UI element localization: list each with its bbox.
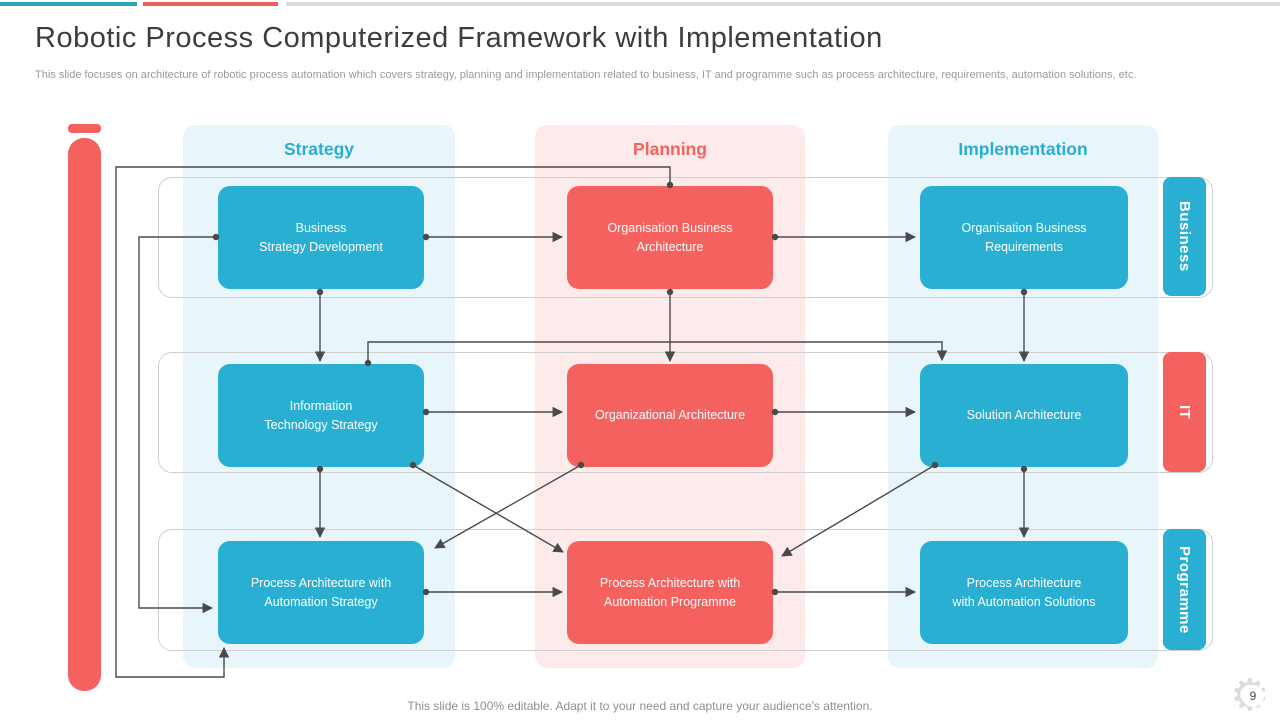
node-label-line: Automation Programme (603, 594, 736, 609)
node-label-line: Strategy Development (259, 239, 383, 254)
row-tab-programme: Programme (1163, 529, 1206, 650)
node-label-line: Information (289, 399, 353, 414)
node-process-architecture-automation-solutions: Process Architecture with Automation Sol… (920, 541, 1128, 644)
node-process-architecture-automation-programme: Process Architecture with Automation Pro… (567, 541, 773, 644)
row-tab-business: Business (1163, 177, 1206, 296)
node-label-line: Process Architecture with (250, 576, 392, 591)
node-label-line: Organisation Business (961, 221, 1087, 236)
footer-note: This slide is 100% editable. Adapt it to… (407, 699, 873, 713)
node-organisation-business-architecture: Organisation Business Architecture (567, 186, 773, 289)
page-subtitle: This slide focuses on architecture of ro… (35, 69, 1137, 81)
accent-bar-gray (286, 2, 1280, 6)
left-accent-bar (68, 138, 101, 691)
node-label-line: Automation Strategy (264, 594, 378, 609)
node-label-line: Process Architecture with (599, 576, 741, 591)
node-label-line: Organizational Architecture (594, 408, 746, 423)
accent-bar-red (143, 2, 278, 6)
page-number: 9 (1242, 685, 1264, 707)
node-process-architecture-automation-strategy: Process Architecture with Automation Str… (218, 541, 424, 644)
node-information-technology-strategy: Information Technology Strategy (218, 364, 424, 467)
node-label-line: Solution Architecture (966, 408, 1082, 423)
node-label-line: Business (295, 221, 347, 236)
node-label-line: Architecture (636, 239, 704, 254)
column-header-strategy: Strategy (283, 138, 355, 159)
node-solution-architecture: Solution Architecture (920, 364, 1128, 467)
node-label-line: Organisation Business (607, 221, 733, 236)
node-label-line: Requirements (985, 239, 1063, 254)
column-header-implementation: Implementation (958, 138, 1088, 159)
node-organizational-architecture: Organizational Architecture (567, 364, 773, 467)
node-label-line: Technology Strategy (264, 417, 378, 432)
accent-bar-teal (0, 2, 137, 6)
node-label-line: Process Architecture (966, 576, 1082, 591)
column-header-planning: Planning (633, 138, 707, 159)
node-organisation-business-requirements: Organisation Business Requirements (920, 186, 1128, 289)
node-label-line: with Automation Solutions (952, 594, 1096, 609)
left-accent-bar-cap (68, 124, 101, 133)
row-tab-it: IT (1163, 352, 1206, 472)
page-title: Robotic Process Computerized Framework w… (35, 22, 883, 54)
page-number-widget: ⚙ 9 (1230, 672, 1278, 720)
node-business-strategy-development: Business Strategy Development (218, 186, 424, 289)
